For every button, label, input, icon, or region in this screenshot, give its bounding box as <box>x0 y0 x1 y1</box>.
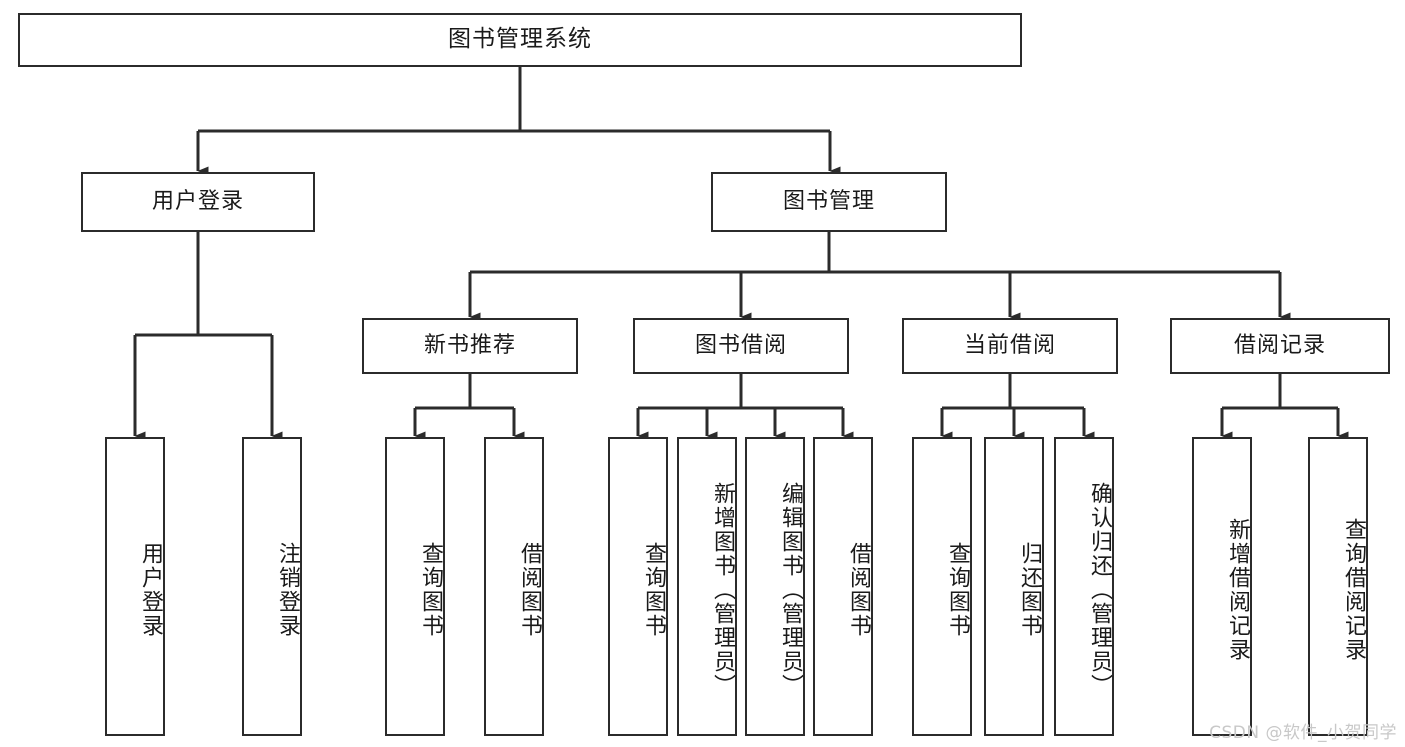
node-new-book-recommend[interactable]: 新书推荐 <box>362 318 578 374</box>
leaf-borrow-book[interactable]: 借阅图书 <box>813 437 873 736</box>
leaf-borrow-book-recommend[interactable]: 借阅图书 <box>484 437 544 736</box>
leaf-user-login[interactable]: 用户登录 <box>105 437 165 736</box>
leaf-borrow-book-label: 借阅图书 <box>846 541 871 638</box>
node-book-borrow-label: 图书借阅 <box>694 332 787 358</box>
node-borrow-record[interactable]: 借阅记录 <box>1170 318 1390 374</box>
leaf-edit-book-admin-label: 编辑图书（管理员） <box>778 481 803 698</box>
leaf-add-book-admin[interactable]: 新增图书（管理员） <box>677 437 737 736</box>
leaf-add-borrow-record-label: 新增借阅记录 <box>1225 517 1250 662</box>
node-current-borrow[interactable]: 当前借阅 <box>902 318 1118 374</box>
leaf-query-book-borrow-label: 查询图书 <box>641 541 666 638</box>
node-book-manage[interactable]: 图书管理 <box>711 172 947 232</box>
leaf-add-borrow-record[interactable]: 新增借阅记录 <box>1192 437 1252 736</box>
leaf-borrow-book-recommend-label: 借阅图书 <box>517 541 542 638</box>
leaf-logout-label: 注销登录 <box>275 541 300 638</box>
leaf-query-borrow-record-label: 查询借阅记录 <box>1341 517 1366 662</box>
node-book-manage-label: 图书管理 <box>782 188 875 214</box>
leaf-user-login-label: 用户登录 <box>138 541 163 638</box>
node-borrow-record-label: 借阅记录 <box>1233 332 1326 358</box>
leaf-confirm-return-admin-label: 确认归还（管理员） <box>1087 481 1112 698</box>
node-user-login-label: 用户登录 <box>151 188 244 214</box>
leaf-add-book-admin-label: 新增图书（管理员） <box>710 481 735 698</box>
node-root[interactable]: 图书管理系统 <box>18 13 1022 67</box>
leaf-query-book-current[interactable]: 查询图书 <box>912 437 972 736</box>
leaf-query-book-recommend-label: 查询图书 <box>418 541 443 638</box>
leaf-query-book-current-label: 查询图书 <box>945 541 970 638</box>
node-root-label: 图书管理系统 <box>448 26 592 53</box>
leaf-confirm-return-admin[interactable]: 确认归还（管理员） <box>1054 437 1114 736</box>
leaf-edit-book-admin[interactable]: 编辑图书（管理员） <box>745 437 805 736</box>
node-current-borrow-label: 当前借阅 <box>963 332 1056 358</box>
watermark: CSDN @软件_小贺同学 <box>1209 723 1397 743</box>
leaf-query-borrow-record[interactable]: 查询借阅记录 <box>1308 437 1368 736</box>
node-new-book-recommend-label: 新书推荐 <box>423 332 516 358</box>
leaf-logout[interactable]: 注销登录 <box>242 437 302 736</box>
node-book-borrow[interactable]: 图书借阅 <box>633 318 849 374</box>
leaf-query-book-recommend[interactable]: 查询图书 <box>385 437 445 736</box>
node-user-login[interactable]: 用户登录 <box>81 172 315 232</box>
leaf-query-book-borrow[interactable]: 查询图书 <box>608 437 668 736</box>
leaf-return-book-label: 归还图书 <box>1017 541 1042 638</box>
leaf-return-book[interactable]: 归还图书 <box>984 437 1044 736</box>
